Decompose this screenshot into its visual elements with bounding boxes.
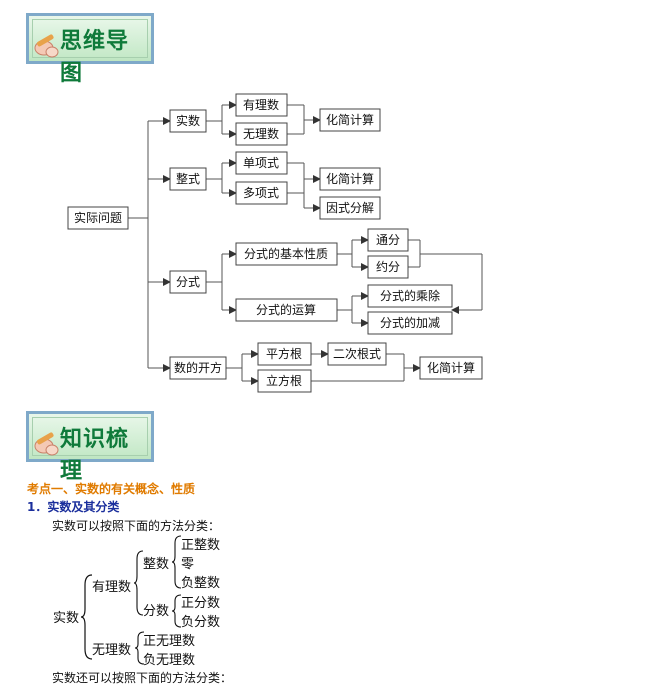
node-jiben bbox=[235, 242, 338, 266]
cls-fuzhengshu: 负整数 bbox=[181, 576, 221, 591]
label-yinshi: 因式分解 bbox=[326, 201, 374, 215]
subsection-heading: 1．实数及其分类 bbox=[27, 500, 120, 514]
cls-zhengshu: 整数 bbox=[143, 557, 170, 572]
label-chengchu: 分式的乘除 bbox=[380, 288, 440, 303]
brace-fenshu bbox=[171, 594, 182, 628]
intro-paragraph-2: 实数还可以按照下面的方法分类： bbox=[52, 671, 233, 685]
mindmap-banner-title: 思维导图 bbox=[60, 29, 130, 86]
knowledge-banner-title: 知识梳理 bbox=[60, 427, 130, 484]
label-tongfen: 通分 bbox=[376, 233, 400, 247]
node-danxiangshi bbox=[235, 151, 288, 175]
node-fenshi bbox=[169, 270, 207, 294]
pencil-hand-icon bbox=[34, 432, 59, 456]
label-fenshi: 分式 bbox=[176, 275, 200, 289]
cls-wulishu: 无理数 bbox=[92, 643, 132, 658]
node-yinshi bbox=[319, 196, 381, 220]
label-huajian-3: 化简计算 bbox=[427, 360, 475, 375]
label-huajian-1: 化简计算 bbox=[326, 112, 374, 127]
cls-fuwulishu: 负无理数 bbox=[143, 653, 196, 668]
label-yuefen: 约分 bbox=[376, 259, 400, 274]
pencil-hand-icon bbox=[34, 34, 59, 58]
label-kaifang: 数的开方 bbox=[174, 360, 222, 375]
node-tongfen bbox=[367, 228, 409, 252]
label-lifang: 立方根 bbox=[266, 373, 302, 388]
brace-zhengshu bbox=[171, 535, 182, 589]
node-chengchu bbox=[367, 284, 453, 308]
label-huajian-2: 化简计算 bbox=[326, 171, 374, 186]
node-huajian-1 bbox=[319, 108, 381, 132]
label-jiajian: 分式的加减 bbox=[380, 315, 440, 330]
mindmap-banner: 思维导图 bbox=[26, 13, 154, 86]
node-kaifang bbox=[169, 356, 227, 380]
node-pingfang bbox=[257, 342, 312, 366]
cls-fufenshu: 负分数 bbox=[181, 615, 221, 630]
label-ercigenshi: 二次根式 bbox=[333, 347, 381, 361]
label-pingfang: 平方根 bbox=[266, 346, 302, 361]
node-huajian-2 bbox=[319, 167, 381, 191]
cls-fenshu: 分数 bbox=[143, 604, 170, 619]
cls-ling: 零 bbox=[181, 557, 195, 572]
node-root bbox=[67, 206, 129, 230]
brace-wulishu bbox=[134, 631, 145, 665]
label-yunsuan: 分式的运算 bbox=[256, 302, 316, 317]
label-jiben: 分式的基本性质 bbox=[244, 246, 328, 261]
knowledge-banner: 知识梳理 bbox=[26, 411, 154, 484]
node-ercigenshi bbox=[327, 342, 387, 366]
label-root: 实际问题 bbox=[74, 210, 122, 225]
brace-youlishu bbox=[133, 550, 144, 616]
cls-zhengwulishu: 正无理数 bbox=[143, 634, 196, 649]
label-danxiangshi: 单项式 bbox=[243, 156, 279, 170]
node-lifang bbox=[257, 369, 312, 393]
cls-youlishu: 有理数 bbox=[92, 580, 132, 595]
node-shishu bbox=[169, 109, 207, 133]
node-duoxiangshi bbox=[235, 181, 288, 205]
kaodian-heading: 考点一、实数的有关概念、性质 bbox=[27, 482, 196, 496]
cls-zhengfenshu: 正分数 bbox=[181, 596, 221, 611]
node-yuefen bbox=[367, 255, 409, 279]
intro-paragraph-1: 实数可以按照下面的方法分类： bbox=[52, 519, 221, 533]
node-wulishu bbox=[235, 122, 288, 146]
node-yunsuan bbox=[235, 298, 338, 322]
mindmap-diagram: 实际问题 实数 有理数 无理数 化简计算 整式 单项式 多项式 化简计算 因式分… bbox=[67, 93, 483, 393]
brace-shishu bbox=[80, 574, 93, 660]
cls-zhengzhengshu: 正整数 bbox=[181, 538, 221, 553]
node-huajian-3 bbox=[419, 356, 483, 380]
cls-shishu: 实数 bbox=[53, 611, 80, 626]
node-zhengshi bbox=[169, 167, 207, 191]
node-youlishu bbox=[235, 93, 288, 117]
label-youlishu: 有理数 bbox=[243, 97, 279, 112]
label-duoxiangshi: 多项式 bbox=[243, 186, 279, 200]
node-jiajian bbox=[367, 311, 453, 335]
label-shishu: 实数 bbox=[176, 113, 200, 128]
label-wulishu: 无理数 bbox=[243, 126, 279, 141]
label-zhengshi: 整式 bbox=[176, 171, 200, 186]
